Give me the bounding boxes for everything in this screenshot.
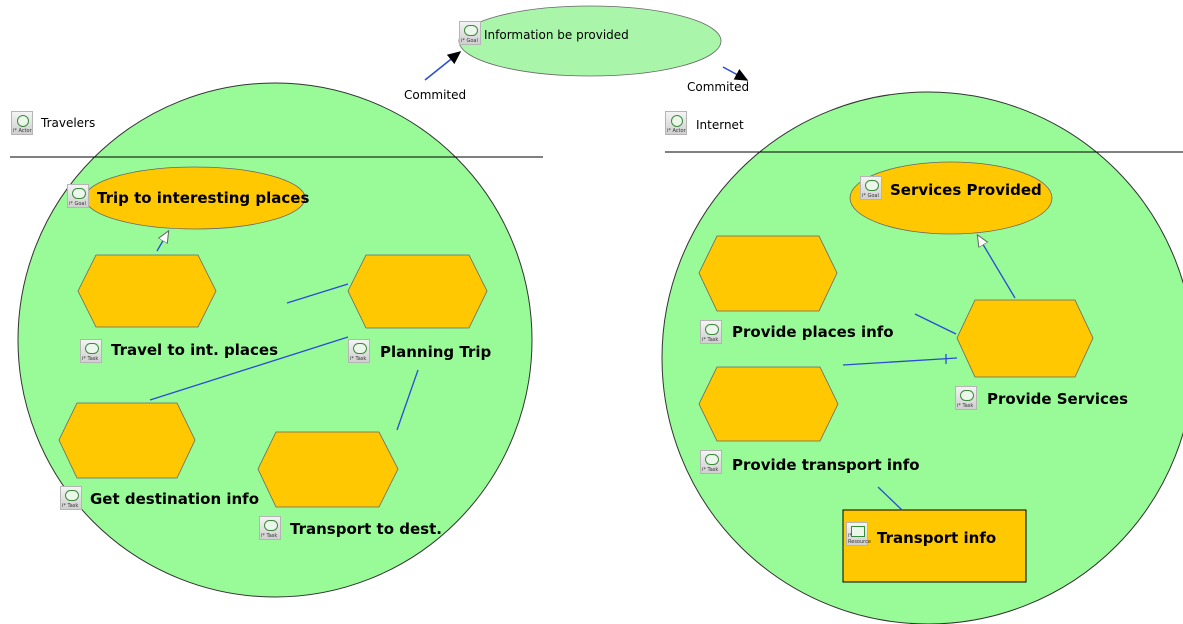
dependency-label-right: Commited [687,80,750,94]
task-icon: i* Task [700,320,722,344]
services-goal-shape[interactable] [849,161,1053,235]
decomposition-link-travel-planning[interactable] [286,283,349,304]
task-icon: i* Task [60,486,82,510]
services-goal-label: Services Provided [890,181,1042,199]
task-icon: i* Task [80,339,102,363]
provide-places-task-shape[interactable] [698,235,838,312]
goal-icon: i* Goal [67,184,89,208]
actor-label-travelers: Travelers [41,116,96,130]
decomposition-link-transport-planning[interactable] [396,369,419,431]
get-destination-task-label: Get destination info [90,490,259,508]
trip-goal-label: Trip to interesting places [97,189,310,207]
goal-icon: i* Goal [459,21,481,45]
actor-icon: i* Actor [665,111,687,135]
provide-transport-task-label: Provide transport info [732,456,920,474]
get-destination-task-shape[interactable] [58,402,196,479]
provide-services-task-label: Provide Services [987,390,1129,408]
decomposition-link-places-services[interactable] [914,313,957,335]
decomposition-link-transport-services[interactable] [842,357,958,366]
internet-boundary [661,91,1183,624]
goal-icon: i* Goal [860,176,882,200]
transport-task-shape[interactable] [257,431,399,508]
resource-icon: i* Resource [846,522,871,546]
provide-places-task-label: Provide places info [732,323,894,341]
travel-task-shape[interactable] [77,254,217,328]
provide-services-task-shape[interactable] [956,299,1094,378]
provide-transport-task-shape[interactable] [698,366,839,442]
actor-label-internet: Internet [696,118,744,132]
transport-task-label: Transport to dest. [290,520,442,538]
planning-task-shape[interactable] [347,254,488,329]
task-icon: i* Task [955,386,977,410]
actor-icon: i* Actor [11,111,33,135]
transport-info-resource-label: Transport info [877,529,997,547]
means-end-link-services[interactable] [978,236,1016,299]
task-icon: i* Task [259,516,281,540]
dependency-link-right[interactable] [722,66,749,81]
means-end-link-travel[interactable] [156,232,168,252]
task-icon: i* Task [348,339,370,363]
planning-task-label: Planning Trip [380,343,492,361]
decomposition-link-destination-planning[interactable] [149,336,349,401]
top-goal-label: Information be provided [484,28,629,42]
transport-info-resource-shape[interactable] [842,509,1027,583]
dependency-label-left: Commited [404,88,467,102]
travel-task-label: Travel to int. places [111,341,279,359]
task-icon: i* Task [700,450,722,474]
decomposition-link-resource-transport[interactable] [877,486,903,511]
dependency-link-left[interactable] [424,51,462,81]
